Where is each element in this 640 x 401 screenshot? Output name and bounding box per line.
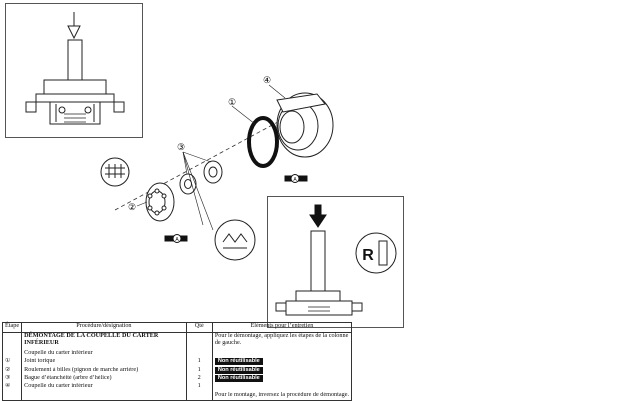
- header-procedure: Procédure/désignation: [21, 322, 187, 333]
- non-reusable-badge: Non réutilisable: [214, 366, 263, 374]
- header-step: Étape: [1, 322, 23, 333]
- part-name: Roulement à billes (pignon de marche arr…: [24, 366, 139, 373]
- grease-marker-label: A: [175, 237, 179, 243]
- qty-value: 1: [197, 357, 201, 365]
- step-number: ①: [5, 358, 11, 365]
- bearing-orientation-detail: R: [355, 232, 397, 274]
- section-title: DÉMONTAGE DE LA COUPELLE DU CARTER INFÉR…: [24, 332, 159, 346]
- inset-press-removal: [5, 3, 143, 138]
- lower-case-cup: [276, 92, 334, 158]
- part-name: Coupelle du carter inférieur: [24, 383, 93, 390]
- qty-value: 1: [197, 365, 201, 373]
- grease-marker-2: A: [164, 234, 188, 243]
- part-name: Joint torique: [24, 358, 56, 365]
- seal-detail-zoom: [214, 219, 256, 261]
- step-number: ④: [5, 383, 11, 390]
- procedure-table: Étape Procédure/désignation Qté Eléments…: [1, 322, 353, 401]
- ball-bearing: [145, 182, 175, 222]
- press-removal-illustration: [25, 12, 125, 125]
- press-install-illustration: R: [275, 204, 397, 316]
- press-arrow: [67, 12, 81, 40]
- inset-press-install: R: [267, 196, 404, 328]
- callout-4: ④: [263, 75, 271, 85]
- bearing-detail-zoom: [100, 157, 130, 187]
- notes-column: Pour le démontage, appliquez les étapes …: [211, 332, 353, 401]
- orientation-letter: R: [362, 247, 374, 264]
- non-reusable-badge: Non réutilisable: [214, 358, 263, 366]
- grease-marker-label: A: [293, 177, 297, 183]
- o-ring: [247, 116, 279, 168]
- callout-2: ②: [128, 202, 136, 212]
- step-number: ②: [5, 366, 11, 373]
- intro-note: Pour le démontage, appliquez les étapes …: [214, 332, 349, 346]
- qty-value: 2: [197, 373, 201, 381]
- header-qty: Qté: [185, 322, 213, 333]
- callout-1: ①: [228, 97, 236, 107]
- qty-value: 1: [197, 382, 201, 390]
- grease-marker-1: A: [284, 174, 308, 183]
- install-arrow: [309, 204, 327, 228]
- qty-column: 1 1 2 1: [185, 332, 213, 401]
- step-number: ③: [5, 374, 11, 381]
- non-reusable-badge: Non réutilisable: [214, 374, 263, 382]
- step-column: ① ② ③ ④: [1, 332, 23, 401]
- table-body-row: ① ② ③ ④ DÉMONTAGE DE LA COUPELLE DU CART…: [1, 332, 353, 401]
- header-notes: Eléments pour l’entretien: [211, 322, 353, 333]
- part-name: Bague d’étanchéité (arbre d’hélice): [24, 374, 112, 381]
- callout-3: ③: [177, 142, 185, 152]
- procedure-column: DÉMONTAGE DE LA COUPELLE DU CARTER INFÉR…: [21, 332, 187, 401]
- exploded-view: A A ① ② ③ ④: [95, 60, 345, 270]
- oil-seals: [179, 160, 223, 195]
- table-header-row: Étape Procédure/désignation Qté Eléments…: [1, 322, 353, 333]
- closing-note: Pour le montage, inversez la procédure d…: [214, 391, 349, 398]
- exploded-view-illustration: A A ① ② ③ ④: [100, 75, 334, 261]
- section-subtitle: Coupelle du carter inférieur: [24, 349, 93, 356]
